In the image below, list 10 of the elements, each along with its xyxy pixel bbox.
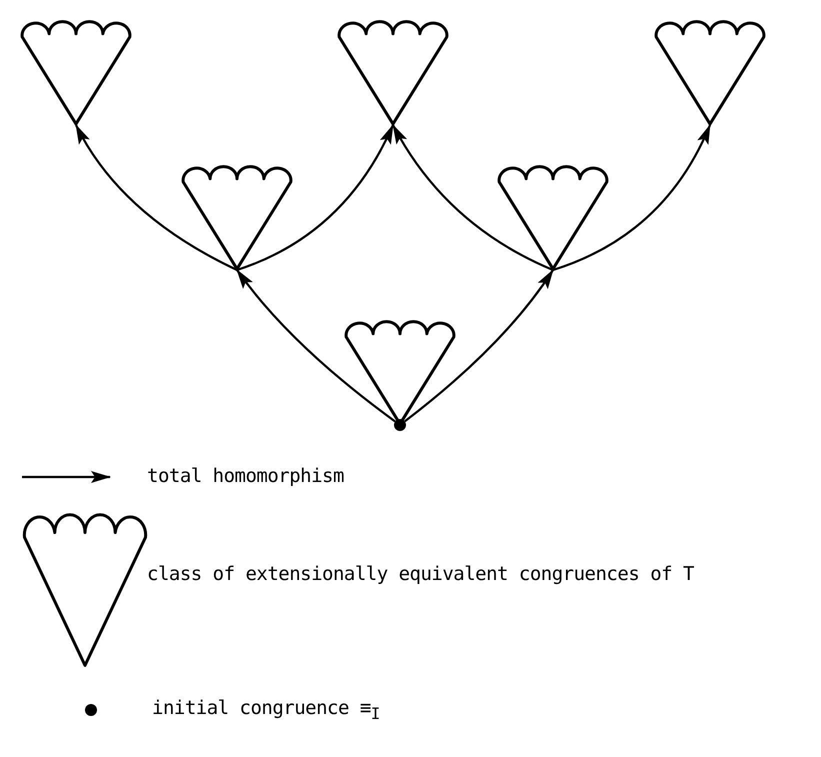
arrow: [236, 269, 396, 422]
legend-text: class of extensionally equivalent congruences of T: [147, 563, 694, 585]
arrow: [552, 124, 711, 272]
dot-node: [394, 419, 406, 431]
legend-text: initial congruence ≡$_{I}$: [152, 697, 380, 723]
arrow: [236, 124, 394, 272]
arrow: [392, 124, 554, 271]
arrow: [404, 269, 554, 422]
legend-text: total homomorphism: [147, 465, 344, 487]
arrow: [75, 124, 238, 271]
